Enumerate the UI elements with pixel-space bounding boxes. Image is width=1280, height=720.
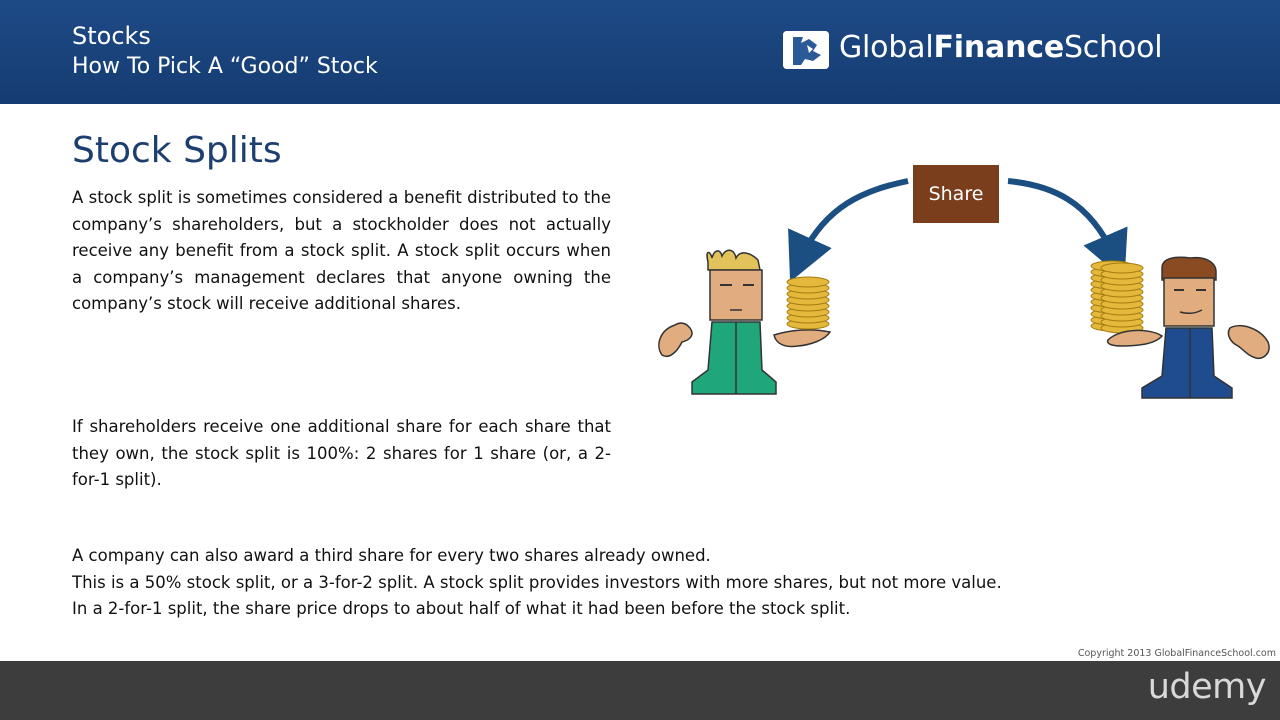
left-shareholder-icon [658, 249, 832, 395]
paragraph-summary: A company can also award a third share f… [72, 543, 1192, 623]
course-title: Stocks [72, 22, 151, 50]
summary-line: In a 2-for-1 split, the share price drop… [72, 599, 851, 619]
copyright-notice: Copyright 2013 GlobalFinanceSchool.com [1077, 648, 1276, 659]
footer-bar: udemy [0, 661, 1280, 720]
logo-text-school: School [1063, 30, 1163, 65]
summary-line: A company can also award a third share f… [72, 546, 711, 565]
summary-line: This is a 50% stock split, or a 3-for-2 … [72, 572, 1002, 592]
logo-text-global: Global [839, 30, 934, 65]
paragraph-example: If shareholders receive one additional s… [72, 417, 611, 490]
header-bar: Stocks How To Pick A “Good” Stock Global… [0, 0, 1280, 104]
stock-split-illustration [658, 178, 1270, 399]
right-coin-stack-icon [1090, 260, 1144, 334]
right-shareholder-icon [1106, 256, 1270, 399]
slide-title: Stock Splits [72, 130, 282, 171]
udemy-logo: udemy [1147, 667, 1267, 707]
logo-mark-icon [783, 31, 829, 69]
left-coin-stack-icon [786, 276, 830, 330]
logo-text-finance: Finance [933, 30, 1065, 65]
share-label-box: Share [913, 165, 999, 223]
paragraph-definition: A stock split is sometimes considered a … [72, 188, 611, 314]
lesson-subtitle: How To Pick A “Good” Stock [72, 54, 378, 79]
logo-wordmark: GlobalFinanceSchool [839, 30, 1163, 65]
share-transfer-arrows-icon [788, 178, 1128, 282]
